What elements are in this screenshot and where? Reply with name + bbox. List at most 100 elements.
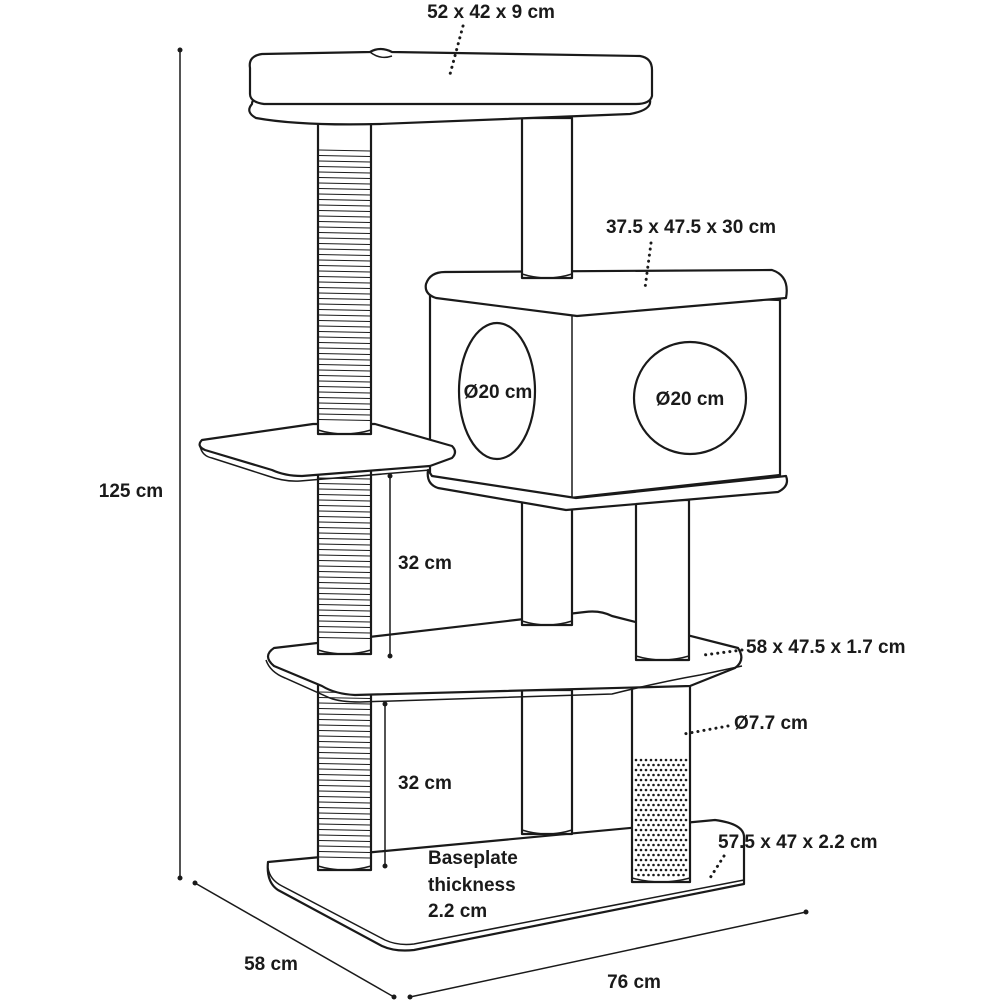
texture-dot xyxy=(642,823,645,827)
texture-dot xyxy=(682,773,685,777)
texture-dot xyxy=(634,788,638,792)
texture-dot xyxy=(679,768,683,772)
texture-dot xyxy=(637,813,640,817)
rope-wrap xyxy=(318,477,371,639)
texture-dot xyxy=(679,808,683,812)
texture-dot xyxy=(669,818,673,822)
rope-line xyxy=(318,527,371,529)
texture-dot xyxy=(682,803,685,807)
rope-line xyxy=(318,413,371,416)
texture-dot xyxy=(662,783,665,787)
texture-dot xyxy=(669,798,673,802)
texture-dot xyxy=(669,788,673,792)
texture-dot xyxy=(634,778,638,782)
texture-dot xyxy=(649,858,653,862)
texture-dot xyxy=(647,793,650,797)
texture-dot xyxy=(637,853,640,857)
texture-dot xyxy=(644,798,648,802)
texture-dot xyxy=(637,833,640,837)
rope-line xyxy=(318,796,371,798)
middle-left-rope-post xyxy=(316,466,373,656)
texture-dot xyxy=(639,868,643,872)
rope-line xyxy=(318,752,371,754)
texture-dot xyxy=(669,778,673,782)
texture-dot xyxy=(639,818,643,822)
texture-dot xyxy=(649,818,653,822)
rope-line xyxy=(318,768,371,771)
texture-dot xyxy=(634,798,638,802)
rope-line xyxy=(318,177,371,179)
cave-hole-right xyxy=(632,340,748,456)
rope-line xyxy=(318,615,371,617)
texture-dot xyxy=(669,858,673,862)
texture-dot xyxy=(647,863,650,867)
texture-dot xyxy=(662,873,665,877)
texture-dot xyxy=(669,808,673,812)
texture-dot xyxy=(649,828,653,832)
texture-dot xyxy=(642,873,645,877)
cave-hole-right-label: Ø20 cm xyxy=(656,389,725,410)
rope-line xyxy=(318,160,371,163)
texture-dot xyxy=(649,758,653,762)
leader-middle-platform xyxy=(702,648,744,657)
baseplate-thickness-line2: thickness xyxy=(428,875,516,896)
texture-dot xyxy=(662,773,665,777)
texture-dot xyxy=(672,773,675,777)
rope-line xyxy=(318,314,371,317)
rope-line xyxy=(318,358,371,361)
rope-line xyxy=(318,521,371,524)
texture-dot xyxy=(652,763,655,767)
texture-dot xyxy=(679,778,683,782)
rope-line xyxy=(318,812,371,815)
middle-back-post xyxy=(520,495,574,627)
rope-line xyxy=(318,483,371,485)
texture-dot xyxy=(652,793,655,797)
texture-dot xyxy=(657,873,660,877)
texture-dot xyxy=(644,828,648,832)
texture-dot xyxy=(662,813,665,817)
texture-dot xyxy=(644,778,648,782)
texture-dot xyxy=(657,763,660,767)
rope-line xyxy=(318,303,371,306)
rope-line xyxy=(318,204,371,207)
rope-line xyxy=(318,702,371,705)
texture-dot xyxy=(674,768,678,772)
rope-line xyxy=(318,560,371,562)
texture-dot xyxy=(654,838,658,842)
texture-dot xyxy=(657,823,660,827)
texture-dot xyxy=(662,803,665,807)
texture-dot xyxy=(644,868,648,872)
texture-dot xyxy=(644,838,648,842)
texture-dot xyxy=(657,803,660,807)
texture-dot xyxy=(677,833,680,837)
texture-dot xyxy=(659,808,663,812)
texture-dot xyxy=(642,853,645,857)
rope-line xyxy=(318,565,371,568)
texture-dot xyxy=(677,863,680,867)
texture-dot xyxy=(647,773,650,777)
texture-dot xyxy=(639,768,643,772)
texture-dot xyxy=(684,838,688,842)
texture-dot xyxy=(667,813,670,817)
leader-cave xyxy=(643,241,653,290)
texture-dot xyxy=(669,828,673,832)
texture-dot xyxy=(664,858,668,862)
texture-dot xyxy=(654,868,658,872)
rope-line xyxy=(318,298,371,300)
texture-dot xyxy=(634,808,638,812)
texture-dot xyxy=(682,843,685,847)
texture-dot xyxy=(674,798,678,802)
texture-dot xyxy=(659,848,663,852)
texture-dot xyxy=(677,803,680,807)
rope-line xyxy=(318,538,371,540)
texture-dot xyxy=(634,858,638,862)
rope-line xyxy=(318,543,371,546)
rope-line xyxy=(318,364,371,366)
texture-dot xyxy=(664,848,668,852)
texture-dot xyxy=(644,858,648,862)
rope-line xyxy=(318,494,371,496)
texture-dot xyxy=(677,823,680,827)
texture-dot xyxy=(662,823,665,827)
texture-dot xyxy=(667,793,670,797)
texture-dot xyxy=(674,848,678,852)
